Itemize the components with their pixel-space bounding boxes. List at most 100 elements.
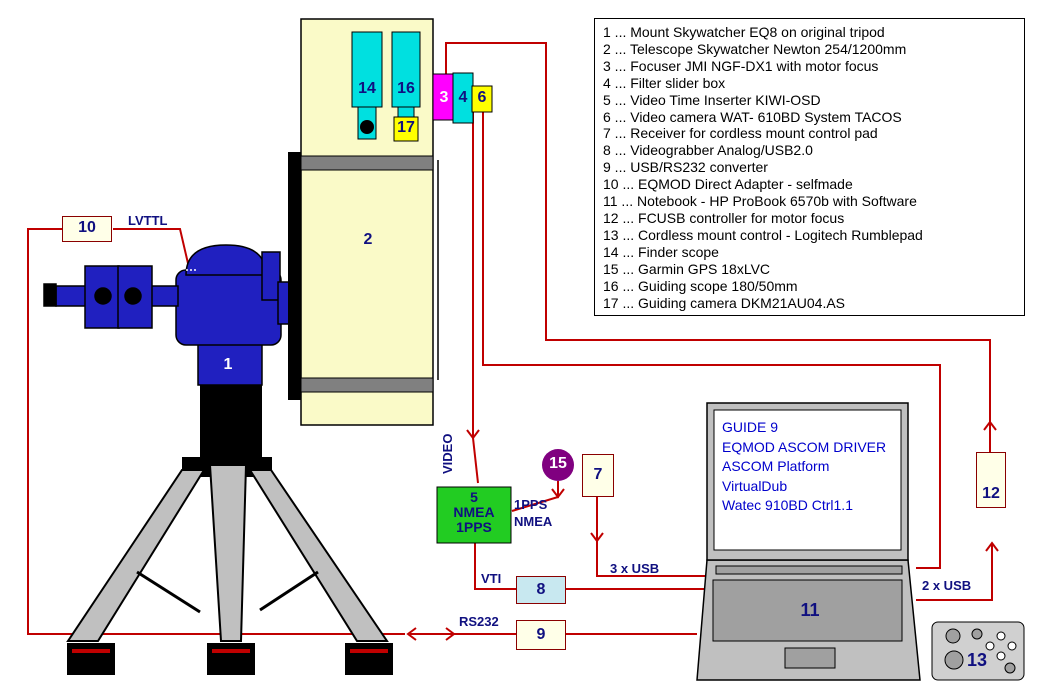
label-5: 5	[470, 489, 478, 505]
notebook-screen	[713, 409, 902, 551]
legend-item: 1 ... Mount Skywatcher EQ8 on original t…	[603, 24, 885, 40]
foot-right	[345, 643, 393, 675]
legend-item: 12 ... FCUSB controller for motor focus	[603, 209, 845, 226]
wire-label-1pps: 1PPS	[514, 497, 548, 512]
legend-item: 17 ... Guiding camera DKM21AU04.AS	[603, 294, 846, 311]
gamepad-stick-2	[1004, 662, 1016, 674]
arrow-7	[590, 532, 604, 543]
gamepad	[931, 621, 1025, 681]
foot-left-cap	[72, 649, 110, 653]
label-4: 4	[458, 89, 468, 106]
wire-label-nmea: NMEA	[514, 514, 553, 529]
tube-ring-top	[300, 155, 434, 171]
legend-item: 11 ... Notebook - HP ProBook 6570b with …	[603, 193, 917, 210]
mount	[43, 244, 293, 386]
dovetail-bar	[288, 152, 302, 400]
wire-label-video: VIDEO	[440, 433, 455, 474]
legend-item: 16 ... Guiding scope 180/50mm	[603, 277, 798, 294]
legend-item: 15 ... Garmin GPS 18xLVC	[603, 260, 771, 277]
software-item: GUIDE 9	[722, 419, 779, 435]
gamepad-btn-2	[971, 628, 983, 640]
wire-laptop-13	[916, 543, 993, 601]
legend-item: 4 ... Filter slider box	[603, 74, 726, 91]
software-item: ASCOM Platform	[722, 458, 830, 474]
gamepad-btn-6	[985, 641, 995, 651]
arrow-12-down	[985, 541, 999, 552]
notebook-keyboard	[712, 579, 903, 642]
label-15: 15	[549, 455, 567, 472]
finder-scope	[351, 31, 383, 108]
arrow-rs232-left	[406, 627, 417, 641]
foot-right-cap	[350, 649, 388, 653]
gamepad-btn-3	[996, 631, 1006, 641]
arrow-15	[551, 488, 565, 499]
legend-item: 2 ... Telescope Skywatcher Newton 254/12…	[603, 40, 907, 57]
legend-box: 1 ... Mount Skywatcher EQ8 on original t…	[594, 18, 1025, 316]
wire-5-8	[474, 543, 516, 590]
label-17: 17	[397, 119, 415, 136]
guiding-eyepiece	[397, 106, 415, 118]
cw-knob-2	[124, 287, 142, 305]
arrowheads	[406, 420, 999, 641]
legend-item: 5 ... Video Time Inserter KIWI-OSD	[603, 91, 821, 108]
software-item: VirtualDub	[722, 477, 788, 494]
label-3: 3	[439, 89, 449, 106]
label-2: 2	[363, 231, 373, 248]
tripod	[66, 380, 393, 675]
leg-middle	[208, 464, 248, 642]
wire-video-tip	[472, 437, 479, 484]
guiding-camera	[393, 116, 419, 142]
arrow-video	[466, 429, 480, 440]
legend-item: 6 ... Video camera WAT- 610BD System TAC…	[603, 108, 902, 125]
foot-left	[67, 643, 115, 675]
label-8: 8	[536, 581, 546, 598]
leg-left	[66, 469, 206, 642]
wire-10-left	[27, 228, 405, 635]
mount-dome	[185, 244, 267, 276]
label-9: 9	[536, 626, 546, 643]
label-16: 16	[397, 80, 415, 97]
legend-item: 10 ... EQMOD Direct Adapter - selfmade	[603, 176, 853, 193]
mount-base	[197, 339, 263, 386]
wire-label-3usb: 3 x USB	[610, 561, 660, 576]
gamepad-btn-1	[945, 628, 961, 644]
notebook-software-list: GUIDE 9 EQMOD ASCOM DRIVER ASCOM Platfor…	[722, 418, 886, 516]
legend-item: 7 ... Receiver for cordless mount contro…	[603, 125, 878, 142]
arrow-12-up	[983, 420, 997, 431]
box-9	[516, 620, 566, 650]
label-5-1pps: 1PPS	[456, 519, 492, 535]
legend-item: 9 ... USB/RS232 converter	[603, 159, 768, 176]
wire-label-2usb: 2 x USB	[922, 578, 972, 593]
foot-middle-cap	[212, 649, 250, 653]
tripod-column	[200, 380, 262, 462]
brace-right	[259, 570, 319, 612]
software-item: Watec 910BD Ctrl1.1	[722, 497, 853, 513]
foot-middle	[207, 643, 255, 675]
brace-left	[136, 570, 201, 614]
legend-item: 3 ... Focuser JMI NGF-DX1 with motor foc…	[603, 57, 879, 74]
wire-7-laptop	[596, 497, 707, 577]
gamepad-btn-4	[1007, 641, 1017, 651]
wire-label-vti: VTI	[481, 571, 502, 586]
gamepad-btn-5	[996, 651, 1006, 661]
label-7: 7	[593, 466, 603, 483]
kiwi-osd-box	[436, 486, 512, 544]
mount-side-knob	[261, 251, 281, 301]
notebook-touchpad	[784, 647, 836, 669]
notebook	[696, 402, 921, 681]
label-12: 12	[982, 485, 1000, 502]
tube-ring-bottom	[300, 377, 434, 393]
leg-right	[248, 469, 389, 642]
box-10	[62, 216, 112, 242]
software-item: EQMOD ASCOM DRIVER	[722, 438, 887, 455]
label-11: 11	[800, 600, 820, 620]
gps-receiver	[542, 449, 574, 481]
shaft-end	[43, 283, 57, 307]
legend-item: 14 ... Finder scope	[603, 243, 719, 260]
gamepad-stick-1	[944, 650, 964, 670]
label-1: 1	[223, 356, 233, 373]
notebook-hinge	[715, 565, 903, 575]
legend-item: 8 ... Videograbber Analog/USB2.0	[603, 142, 813, 159]
video-camera	[471, 85, 493, 113]
